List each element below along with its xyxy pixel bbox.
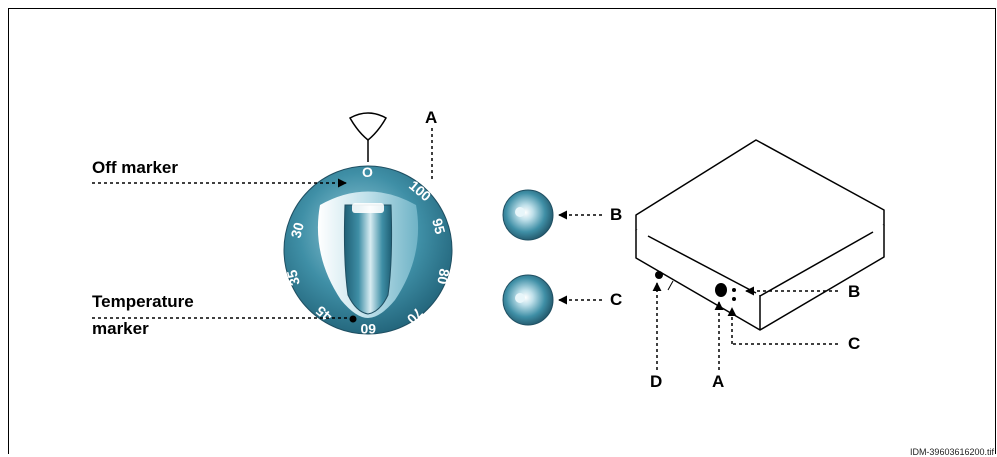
off-marker-label: Off marker: [92, 158, 178, 177]
knob-c: [502, 274, 554, 326]
unit-light-c: [732, 297, 736, 301]
unit-label-b: B: [848, 282, 861, 301]
unit-label-c: C: [848, 334, 861, 353]
temperature-marker-dot: [349, 315, 357, 323]
unit-light-b: [732, 288, 736, 292]
scale-30: 30: [287, 220, 307, 239]
temperature-marker-label-line1: Temperature: [92, 292, 194, 311]
unit-label-d: D: [650, 372, 663, 391]
off-symbol: O: [362, 164, 373, 180]
diagram-frame: [8, 8, 996, 454]
unit-control-d: [655, 271, 663, 279]
appliance-unit: [635, 139, 885, 331]
dial-label-a: A: [425, 108, 438, 127]
off-position-icon: [348, 112, 388, 162]
temperature-marker-label-line2: marker: [92, 319, 149, 338]
knob-label-c: C: [610, 290, 623, 309]
scale-35: 35: [283, 268, 303, 287]
scale-95: 95: [429, 217, 449, 236]
knob-b: [502, 189, 554, 241]
knob-label-b: B: [610, 205, 623, 224]
temperature-dial: [283, 165, 453, 335]
scale-60: 60: [360, 321, 376, 337]
scale-80: 80: [434, 267, 452, 285]
unit-knob-a: [715, 283, 727, 297]
unit-label-a: A: [712, 372, 725, 391]
image-reference: IDM-39603616200.tif: [909, 447, 994, 457]
